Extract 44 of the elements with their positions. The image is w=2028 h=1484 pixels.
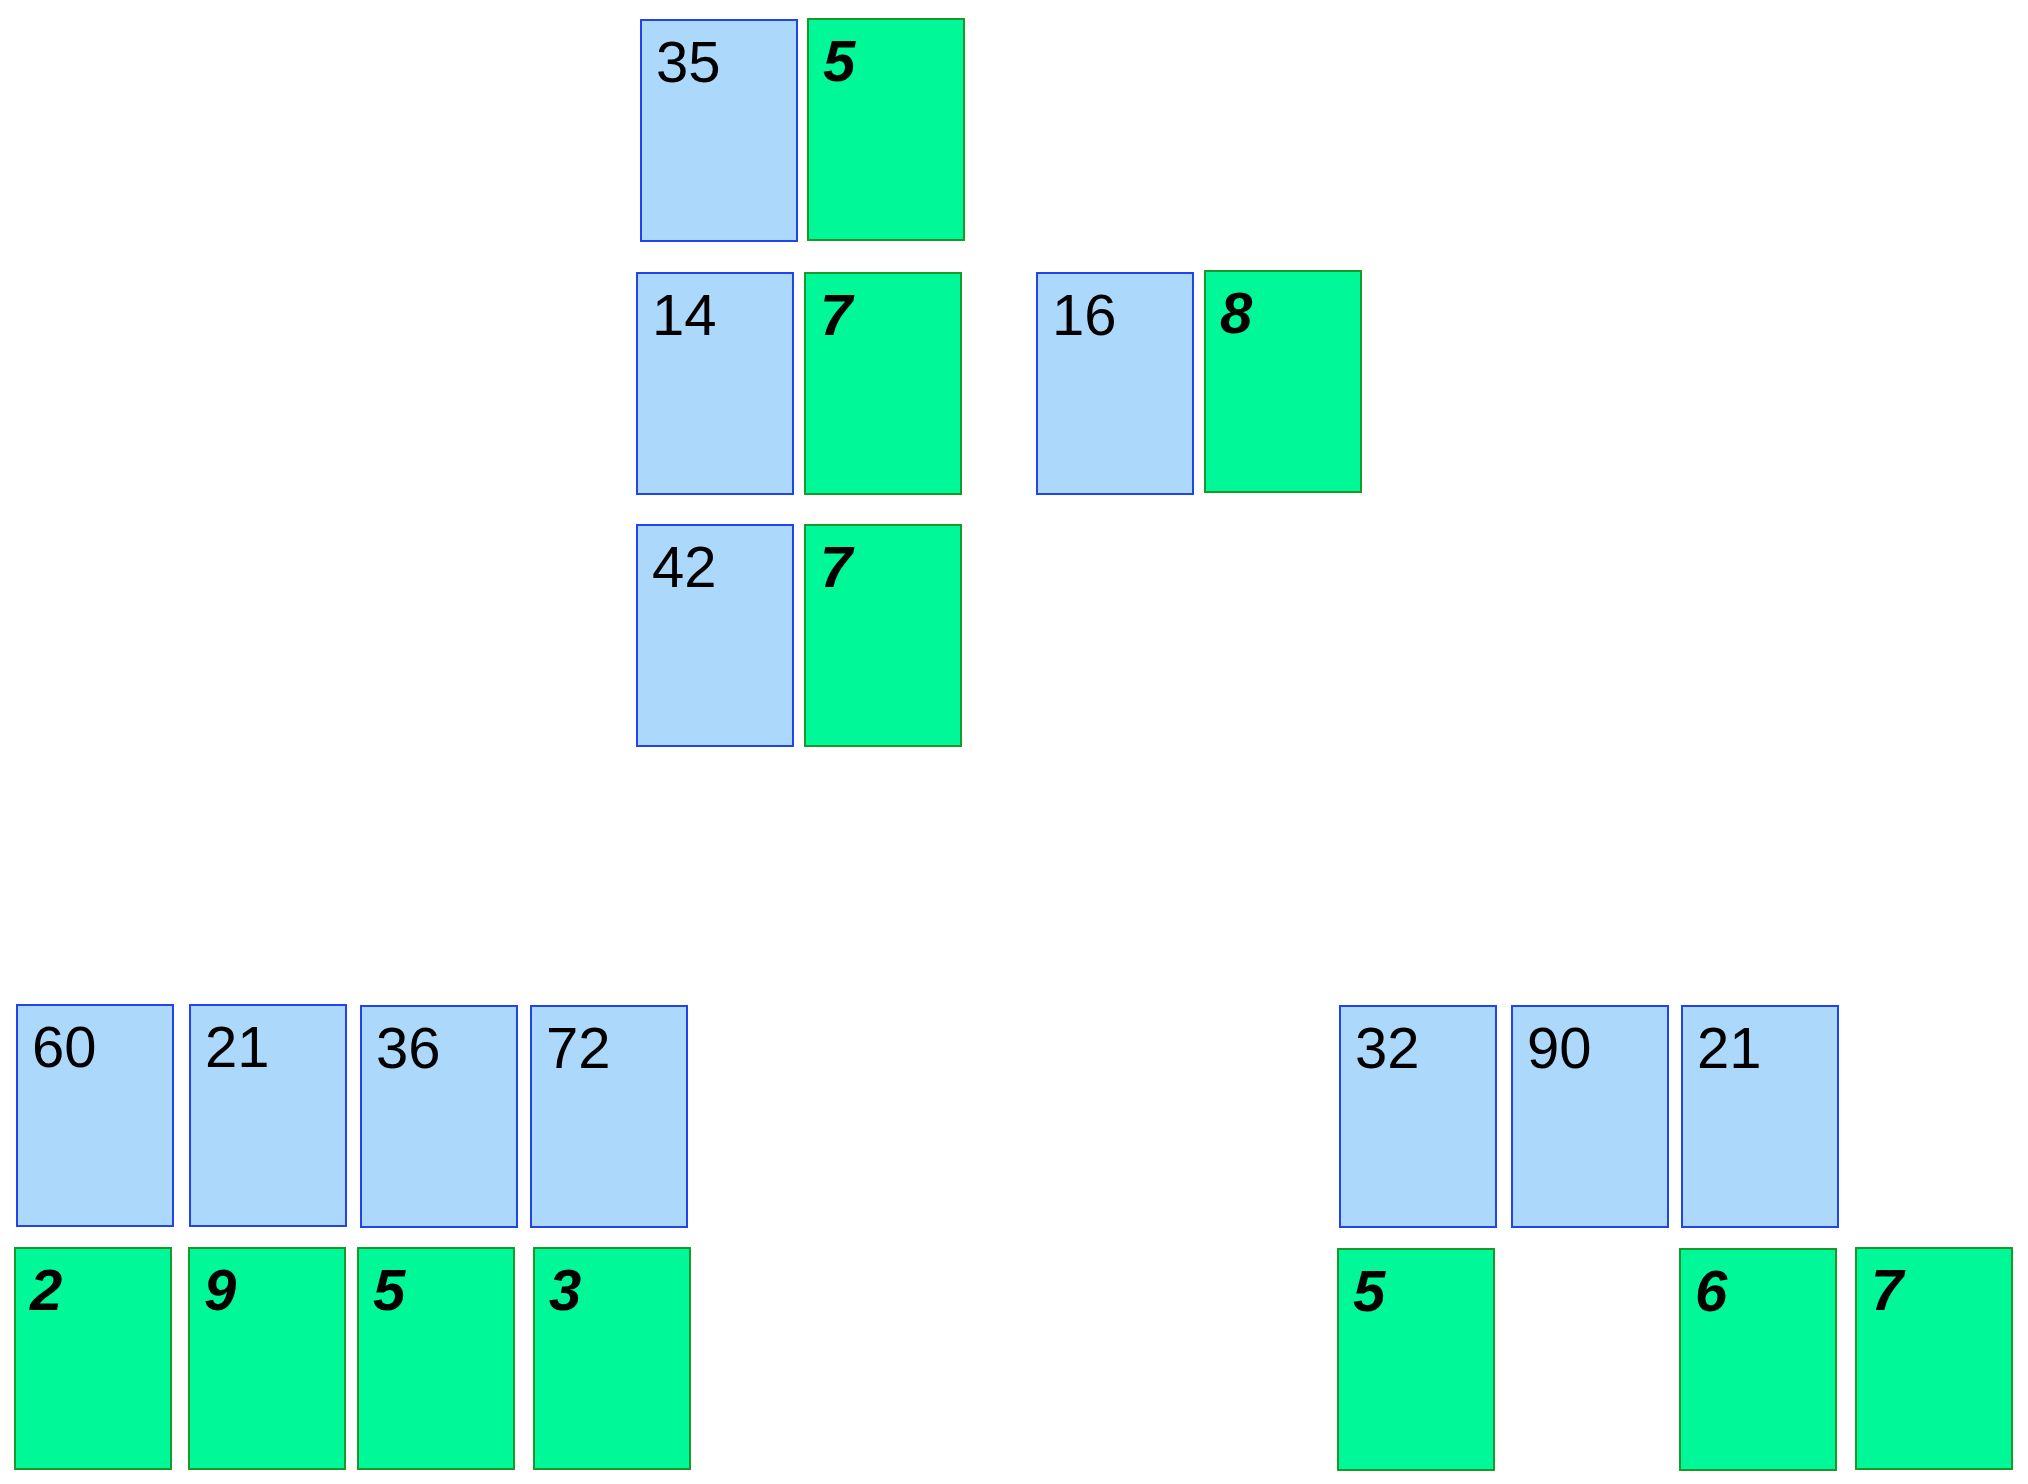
card-number: 32 [1355, 1019, 1420, 1077]
factor-card [1337, 1248, 1495, 1471]
factor-card [14, 1247, 172, 1470]
number-card [1339, 1005, 1497, 1228]
factor-card [1679, 1248, 1837, 1471]
card-number: 8 [1220, 284, 1253, 342]
card-number: 2 [30, 1261, 63, 1319]
card-number: 90 [1527, 1019, 1592, 1077]
card-number: 14 [652, 286, 717, 344]
card-number: 5 [823, 32, 856, 90]
card-number: 3 [549, 1261, 582, 1319]
card-number: 7 [820, 286, 853, 344]
factor-card [1204, 270, 1362, 493]
card-number: 7 [1871, 1261, 1904, 1319]
factor-card [357, 1247, 515, 1470]
card-number: 42 [652, 538, 717, 596]
card-number: 60 [32, 1018, 97, 1076]
card-number: 5 [1353, 1262, 1386, 1320]
number-card [189, 1004, 347, 1227]
number-card [636, 524, 794, 747]
number-card [1511, 1005, 1669, 1228]
number-card [640, 19, 798, 242]
number-card [360, 1005, 518, 1228]
factor-card [1855, 1247, 2013, 1470]
factor-card [804, 524, 962, 747]
number-card [1681, 1005, 1839, 1228]
factor-card [533, 1247, 691, 1470]
factor-card [804, 272, 962, 495]
card-number: 72 [546, 1019, 611, 1077]
card-number: 6 [1695, 1262, 1728, 1320]
factor-card [188, 1247, 346, 1470]
number-card [1036, 272, 1194, 495]
number-card [636, 272, 794, 495]
card-number: 5 [373, 1261, 406, 1319]
card-number: 21 [205, 1018, 270, 1076]
number-card [530, 1005, 688, 1228]
factor-card [807, 18, 965, 241]
card-number: 16 [1052, 286, 1117, 344]
card-number: 7 [820, 538, 853, 596]
number-card [16, 1004, 174, 1227]
card-number: 9 [204, 1261, 237, 1319]
card-number: 36 [376, 1019, 441, 1077]
card-number: 35 [656, 33, 721, 91]
card-number: 21 [1697, 1019, 1762, 1077]
